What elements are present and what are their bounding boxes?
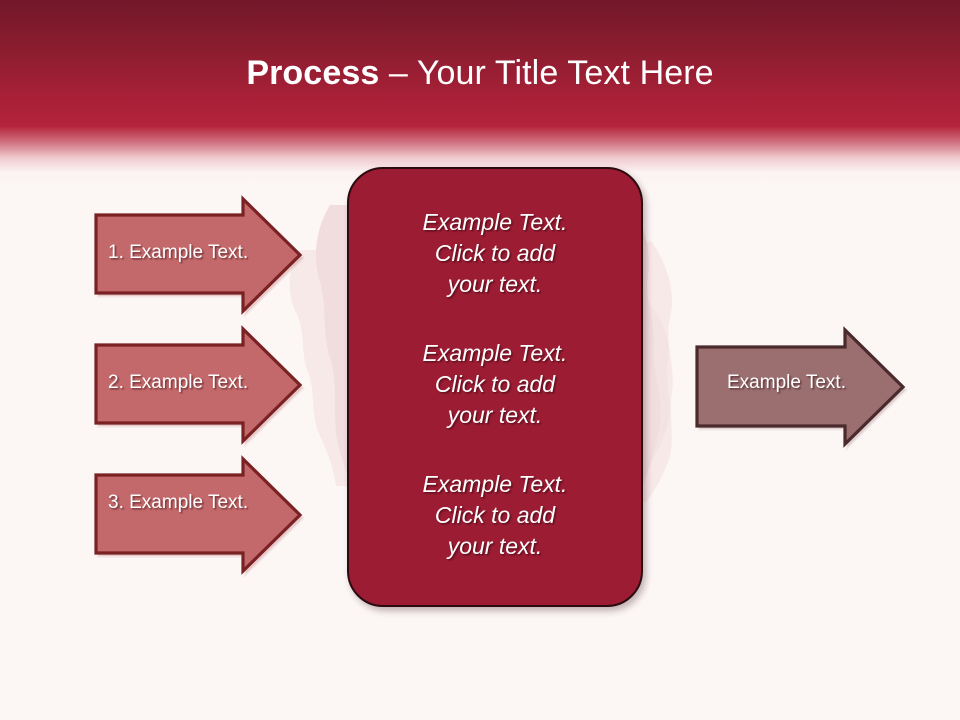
- page-title-bold: Process: [246, 54, 380, 92]
- process-panel-block-3: Example Text. Click to add your text.: [377, 469, 613, 562]
- page-title: Process – Your Title Text Here: [0, 51, 960, 95]
- process-panel-block-2: Example Text. Click to add your text.: [377, 338, 613, 431]
- input-arrow-1[interactable]: [92, 195, 305, 318]
- process-panel-block-3-line-3: your text.: [447, 533, 543, 559]
- process-panel-block-2-line-2: Click to add: [434, 371, 556, 397]
- page-title-rest: Your Title Text Here: [416, 54, 714, 92]
- input-arrow-2[interactable]: [92, 325, 305, 448]
- process-panel-block-2-line-1: Example Text.: [422, 340, 568, 366]
- process-panel-block-3-line-1: Example Text.: [422, 471, 568, 497]
- page-title-separator: –: [379, 54, 417, 92]
- process-panel[interactable]: Example Text. Click to add your text. Ex…: [347, 167, 643, 607]
- process-panel-block-1-line-2: Click to add: [434, 240, 556, 266]
- title-banner: [0, 0, 960, 186]
- input-arrow-3[interactable]: [92, 455, 305, 578]
- process-panel-block-1-line-1: Example Text.: [422, 209, 568, 235]
- process-panel-block-3-line-2: Click to add: [434, 502, 556, 528]
- output-arrow[interactable]: [693, 325, 908, 451]
- process-panel-block-1-line-3: your text.: [447, 271, 543, 297]
- process-panel-block-2-line-3: your text.: [447, 402, 543, 428]
- process-panel-block-1: Example Text. Click to add your text.: [377, 207, 613, 300]
